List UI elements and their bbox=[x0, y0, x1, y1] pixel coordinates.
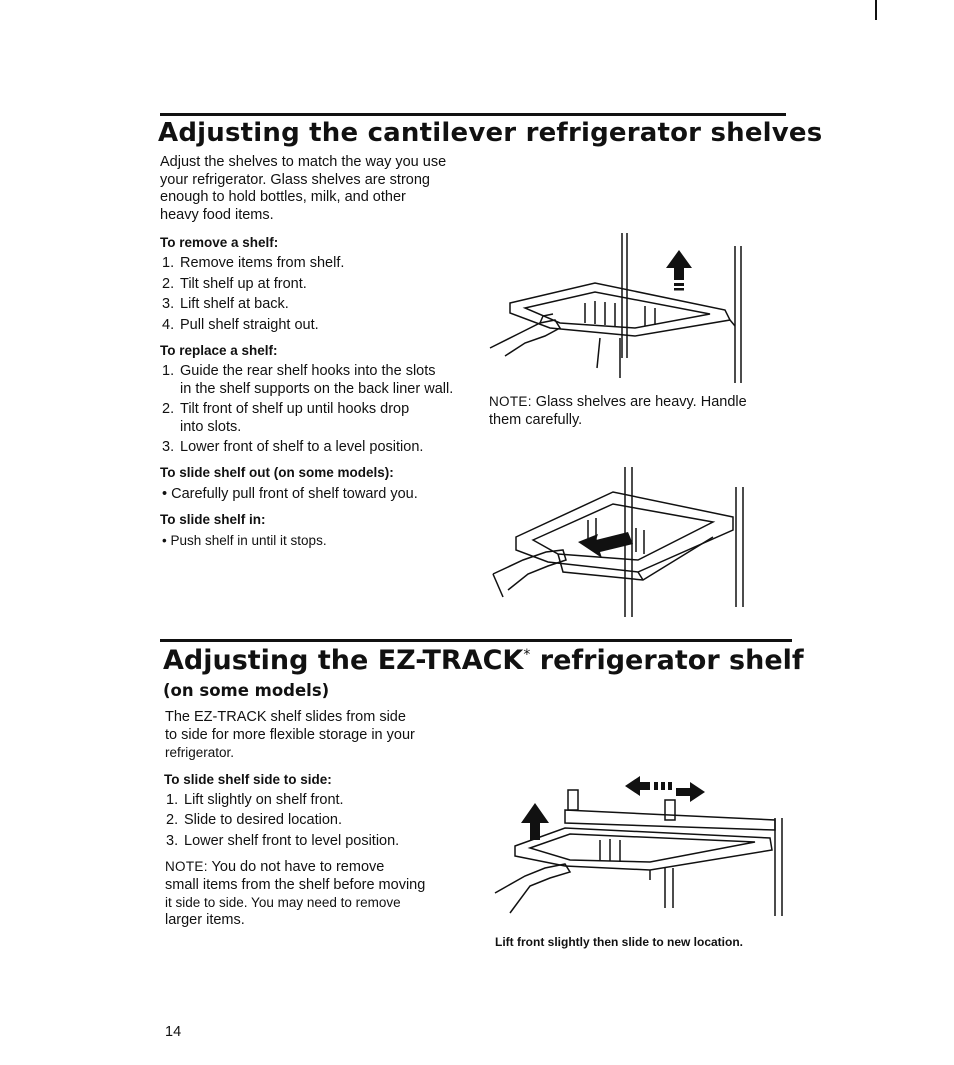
shelf-removal-illustration bbox=[489, 233, 742, 383]
page-number: 14 bbox=[165, 1024, 182, 1040]
section2-intro: The EZ-TRACK shelf slides from side to s… bbox=[165, 709, 415, 760]
replace-heading: To replace a shelf: bbox=[160, 343, 278, 358]
slide-out-bullet: • Carefully pull front of shelf toward y… bbox=[162, 486, 418, 502]
remove-step-3: 3.Lift shelf at back. bbox=[162, 296, 289, 312]
slide-in-heading: To slide shelf in: bbox=[160, 512, 266, 527]
ez-track-illustration bbox=[494, 776, 783, 916]
replace-step-3: 3.Lower front of shelf to a level positi… bbox=[162, 439, 424, 455]
slide-side-heading: To slide shelf side to side: bbox=[164, 772, 332, 787]
remove-heading: To remove a shelf: bbox=[160, 235, 279, 250]
section2-subtitle: (on some models) bbox=[163, 681, 330, 700]
replace-step-2: 2.Tilt front of shelf up until hooks dro… bbox=[162, 401, 410, 417]
slide-side-step-1: 1.Lift slightly on shelf front. bbox=[166, 792, 344, 808]
section1-intro: Adjust the shelves to match the way you … bbox=[160, 154, 447, 223]
remove-step-1: 1.Remove items from shelf. bbox=[162, 255, 345, 271]
replace-step-1: 1.Guide the rear shelf hooks into the sl… bbox=[162, 363, 436, 379]
remove-step-2: 2.Tilt shelf up at front. bbox=[162, 276, 307, 292]
slide-side-step-2: 2.Slide to desired location. bbox=[166, 812, 342, 828]
section1-top-rule bbox=[160, 113, 786, 116]
shelf-slide-out-illustration bbox=[492, 467, 744, 617]
slide-side-step-3: 3.Lower shelf front to level position. bbox=[166, 833, 400, 849]
section1-note: NOTE: Glass shelves are heavy. Handle th… bbox=[489, 394, 747, 428]
margin-mark bbox=[875, 0, 877, 20]
replace-step-1-cont: in the shelf supports on the back liner … bbox=[180, 381, 454, 397]
ez-track-caption: Lift front slightly then slide to new lo… bbox=[495, 935, 743, 949]
section2-title: Adjusting the EZ-TRACK* refrigerator she… bbox=[163, 645, 804, 676]
section1-title: Adjusting the cantilever refrigerator sh… bbox=[158, 118, 823, 148]
slide-in-bullet: • Push shelf in until it stops. bbox=[162, 533, 327, 548]
section2-top-rule bbox=[160, 639, 792, 642]
section2-note: NOTE: You do not have to remove small it… bbox=[165, 859, 426, 928]
replace-step-2-cont: into slots. bbox=[180, 419, 242, 435]
remove-step-4: 4.Pull shelf straight out. bbox=[162, 317, 319, 333]
slide-out-heading: To slide shelf out (on some models): bbox=[160, 465, 394, 480]
